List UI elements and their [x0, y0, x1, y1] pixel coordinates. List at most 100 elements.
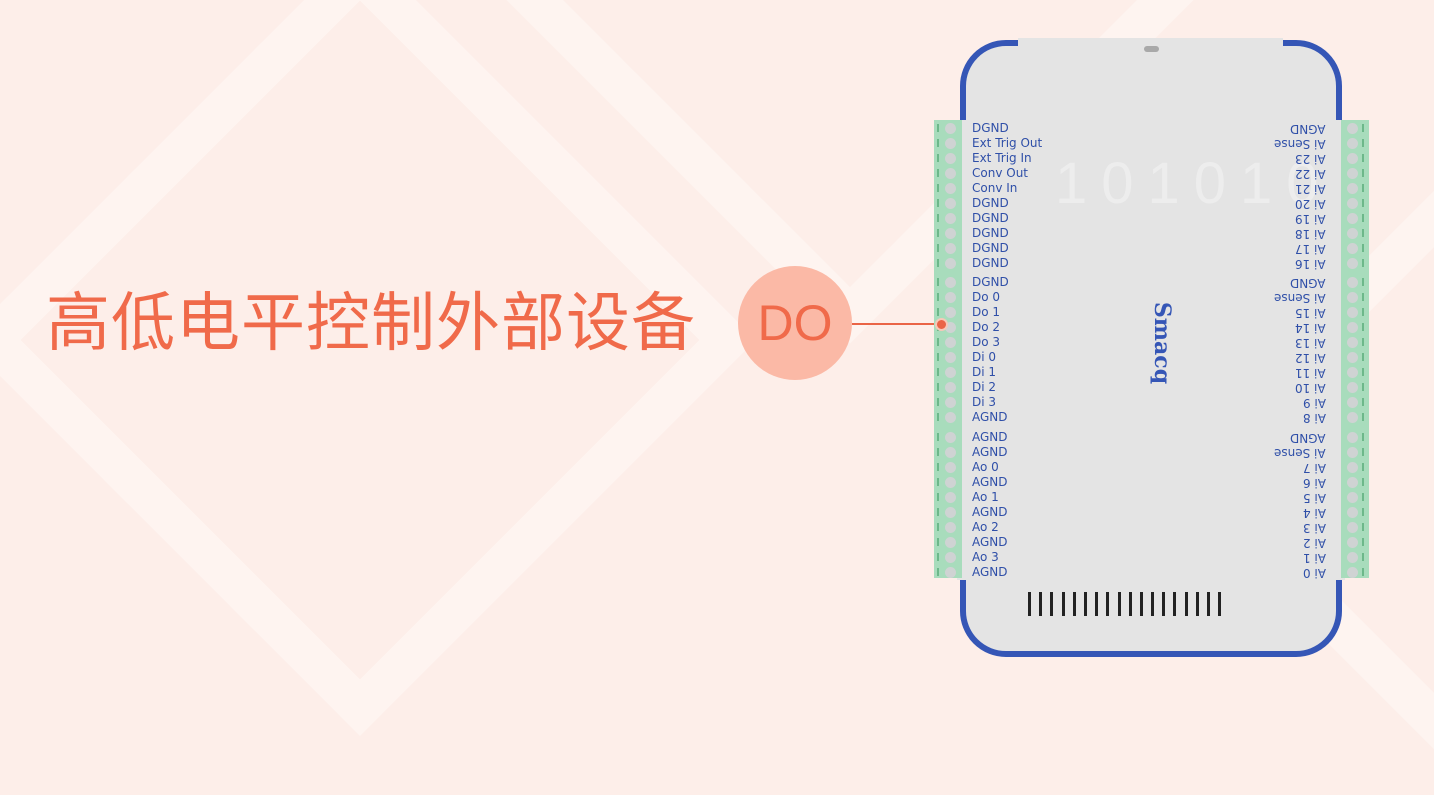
right-pin-label: Ai Sense [1274, 291, 1326, 305]
terminal-screw [945, 522, 956, 533]
terminal-screw [945, 307, 956, 318]
terminal-screw [945, 337, 956, 348]
left-pin-label: DGND [972, 211, 1009, 225]
terminal-divider [1362, 323, 1364, 331]
left-pin-label: Di 1 [972, 365, 997, 379]
left-pin-label: AGND [972, 430, 1008, 444]
terminal-screw [945, 447, 956, 458]
right-pin-label: Ai 9 [1303, 396, 1326, 410]
terminal-divider [1362, 553, 1364, 561]
terminal-screw [1347, 277, 1358, 288]
right-pin-label: Ai 15 [1295, 306, 1326, 320]
highlighted-pin-marker [935, 318, 948, 331]
right-pin-label: Ai 6 [1303, 476, 1326, 490]
terminal-divider [1362, 124, 1364, 132]
terminal-divider [1362, 538, 1364, 546]
terminal-divider [1362, 229, 1364, 237]
vent-slot [1162, 592, 1166, 616]
vent-slots [1028, 592, 1222, 616]
left-pin-label: Conv Out [972, 166, 1028, 180]
terminal-screw [945, 477, 956, 488]
terminal-divider [937, 448, 939, 456]
terminal-divider [937, 493, 939, 501]
terminal-divider [1362, 433, 1364, 441]
terminal-divider [937, 214, 939, 222]
vent-slot [1184, 592, 1188, 616]
vent-slot [1195, 592, 1199, 616]
terminal-screw [945, 352, 956, 363]
terminal-divider [1362, 278, 1364, 286]
vent-slot [1151, 592, 1155, 616]
terminal-screw [1347, 477, 1358, 488]
terminal-screw [1347, 243, 1358, 254]
terminal-screw [1347, 322, 1358, 333]
left-pin-label: AGND [972, 535, 1008, 549]
left-pin-label: AGND [972, 505, 1008, 519]
terminal-screw [945, 243, 956, 254]
left-pin-label: DGND [972, 121, 1009, 135]
terminal-screw [1347, 492, 1358, 503]
terminal-screw [1347, 123, 1358, 134]
left-pin-label: DGND [972, 196, 1009, 210]
left-pin-label: Do 3 [972, 335, 1001, 349]
left-pin-label: Ao 0 [972, 460, 999, 474]
terminal-divider [937, 259, 939, 267]
left-pin-label: DGND [972, 226, 1009, 240]
right-pin-label: Ai 0 [1303, 566, 1326, 580]
terminal-screw [945, 228, 956, 239]
right-pin-label: Ai 1 [1303, 551, 1326, 565]
left-pin-label: AGND [972, 410, 1008, 424]
terminal-divider [1362, 353, 1364, 361]
vent-slot [1083, 592, 1087, 616]
device-left-edge [957, 120, 967, 580]
terminal-divider [937, 383, 939, 391]
vent-slot [1095, 592, 1099, 616]
right-pin-label: Ai 12 [1295, 351, 1326, 365]
terminal-screw [1347, 352, 1358, 363]
right-pin-label: Ai 20 [1295, 197, 1326, 211]
left-pin-label: AGND [972, 475, 1008, 489]
terminal-divider [937, 139, 939, 147]
left-pin-label: DGND [972, 256, 1009, 270]
terminal-screw [1347, 198, 1358, 209]
terminal-screw [1347, 447, 1358, 458]
vent-slot [1218, 592, 1222, 616]
right-pin-label: Ai 23 [1295, 152, 1326, 166]
terminal-divider [1362, 413, 1364, 421]
terminal-divider [937, 398, 939, 406]
right-pin-label: Ai 14 [1295, 321, 1326, 335]
vent-slot [1173, 592, 1177, 616]
terminal-divider [937, 278, 939, 286]
left-pin-label: Do 2 [972, 320, 1001, 334]
terminal-divider [1362, 259, 1364, 267]
right-pin-label: Ai 17 [1295, 242, 1326, 256]
terminal-divider [1362, 338, 1364, 346]
terminal-screw [1347, 258, 1358, 269]
terminal-screw [1347, 567, 1358, 578]
terminal-screw [945, 138, 956, 149]
terminal-divider [937, 199, 939, 207]
do-badge-label: DO [757, 295, 833, 351]
terminal-divider [1362, 308, 1364, 316]
left-pin-label: Di 3 [972, 395, 997, 409]
terminal-divider [937, 478, 939, 486]
terminal-screw [1347, 537, 1358, 548]
watermark: 101010 [1055, 151, 1333, 216]
right-pin-label: Ai 21 [1295, 182, 1326, 196]
left-pin-label: Ao 1 [972, 490, 999, 504]
terminal-divider [1362, 368, 1364, 376]
left-pin-label: Do 0 [972, 290, 1001, 304]
left-pin-label: Ext Trig Out [972, 136, 1043, 150]
terminal-screw [945, 367, 956, 378]
right-pin-label: Ai 16 [1295, 257, 1326, 271]
left-pin-label: Ao 2 [972, 520, 999, 534]
do-badge: DO [738, 266, 852, 380]
terminal-divider [1362, 154, 1364, 162]
terminal-divider [1362, 478, 1364, 486]
terminal-divider [937, 229, 939, 237]
right-pin-label: Ai 8 [1303, 411, 1326, 425]
vent-slot [1072, 592, 1076, 616]
terminal-screw [1347, 168, 1358, 179]
terminal-divider [937, 508, 939, 516]
terminal-divider [1362, 448, 1364, 456]
